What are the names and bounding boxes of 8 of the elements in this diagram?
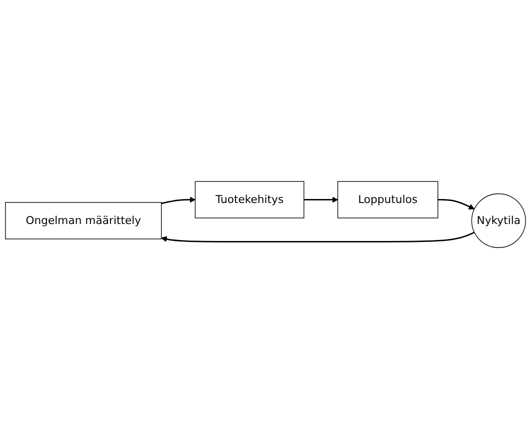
node-box: Ongelman määrittely — [5, 202, 162, 240]
arrow — [161, 232, 475, 243]
node-box: Lopputulos — [337, 182, 438, 219]
node-box: Tuotekehitys — [194, 182, 304, 219]
node-circle: Nykytila — [471, 194, 526, 248]
arrow — [161, 197, 196, 205]
arrow — [304, 197, 338, 204]
arrow — [438, 200, 475, 210]
